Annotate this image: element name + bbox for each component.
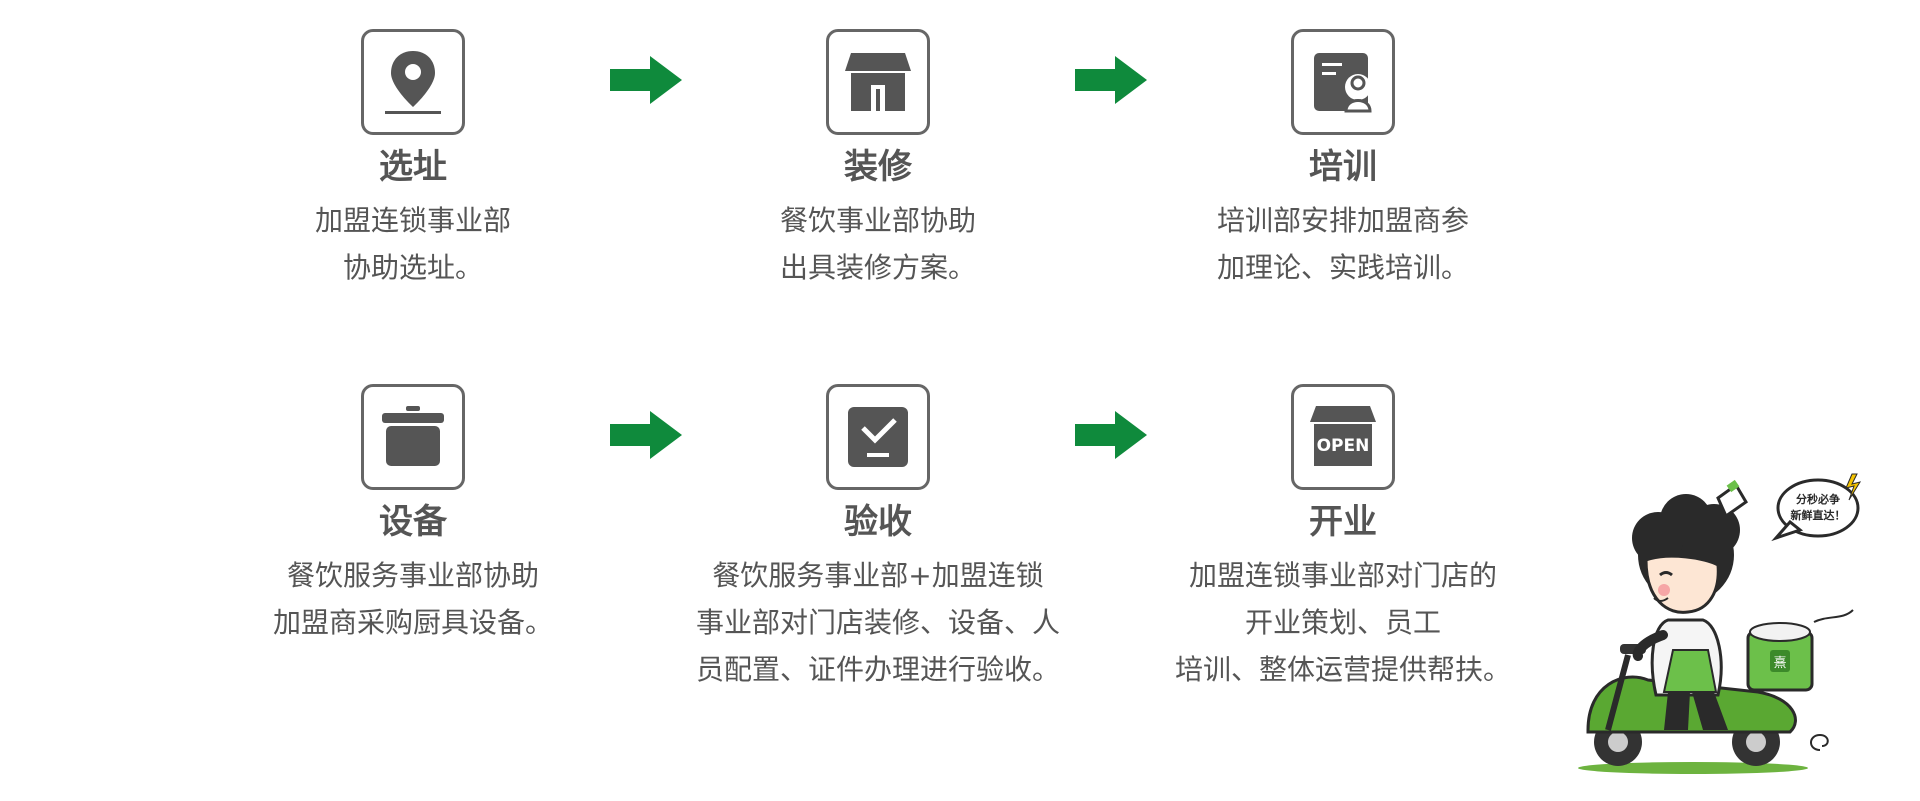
cooking-pot-icon xyxy=(382,406,444,466)
step-acceptance: 验收 餐饮服务事业部+加盟连锁 事业部对门店装修、设备、人 员配置、证件办理进行… xyxy=(668,384,1088,693)
arrow-right-icon xyxy=(1075,56,1147,104)
arrow-right-icon xyxy=(610,411,682,459)
step-icon-box xyxy=(361,29,465,135)
step-title: 开业 xyxy=(1309,502,1377,542)
step-icon-box: OPEN xyxy=(1291,384,1395,490)
delivery-mascot-illustration: 熹 分秒必争 新鲜直达！ xyxy=(1578,473,1862,774)
step-icon-box xyxy=(826,384,930,490)
open-sign-icon: OPEN xyxy=(1310,406,1376,466)
step-description: 培训部安排加盟商参 加理论、实践培训。 xyxy=(1216,204,1469,284)
step-title: 培训 xyxy=(1309,147,1377,187)
step-description: 加盟连锁事业部对门店的 开业策划、员工 培训、整体运营提供帮扶。 xyxy=(1174,559,1511,686)
box-label: 熹 xyxy=(1773,656,1786,671)
step-site-selection: 选址 加盟连锁事业部 协助选址。 xyxy=(203,29,623,291)
step-description: 餐饮事业部协助 出具装修方案。 xyxy=(779,204,976,284)
arrow-right-icon xyxy=(1075,411,1147,459)
svg-text:OPEN: OPEN xyxy=(1317,436,1370,456)
step-description: 餐饮服务事业部协助 加盟商采购厨具设备。 xyxy=(272,559,553,639)
speech-bubble-line-1: 分秒必争 xyxy=(1796,492,1840,506)
step-title: 验收 xyxy=(844,502,912,542)
storefront-icon xyxy=(845,53,911,111)
training-document-icon xyxy=(1314,53,1372,113)
step-description: 餐饮服务事业部+加盟连锁 事业部对门店装修、设备、人 员配置、证件办理进行验收。 xyxy=(695,559,1060,686)
step-equipment: 设备 餐饮服务事业部协助 加盟商采购厨具设备。 xyxy=(203,384,623,646)
step-title: 选址 xyxy=(379,147,447,187)
checkmark-tray-icon xyxy=(848,407,908,467)
step-title: 装修 xyxy=(844,147,912,187)
speech-bubble-line-2: 新鲜直达！ xyxy=(1791,508,1846,522)
step-opening: OPEN 开业 加盟连锁事业部对门店的 开业策划、员工 培训、整体运营提供帮扶。 xyxy=(1133,384,1553,693)
step-decoration: 装修 餐饮事业部协助 出具装修方案。 xyxy=(668,29,1088,291)
step-training: 培训 培训部安排加盟商参 加理论、实践培训。 xyxy=(1133,29,1553,291)
step-description: 加盟连锁事业部 协助选址。 xyxy=(314,204,511,284)
arrow-right-icon xyxy=(610,56,682,104)
location-pin-icon xyxy=(385,51,441,114)
step-title: 设备 xyxy=(379,502,447,542)
step-icon-box xyxy=(361,384,465,490)
step-icon-box xyxy=(1291,29,1395,135)
step-icon-box xyxy=(826,29,930,135)
